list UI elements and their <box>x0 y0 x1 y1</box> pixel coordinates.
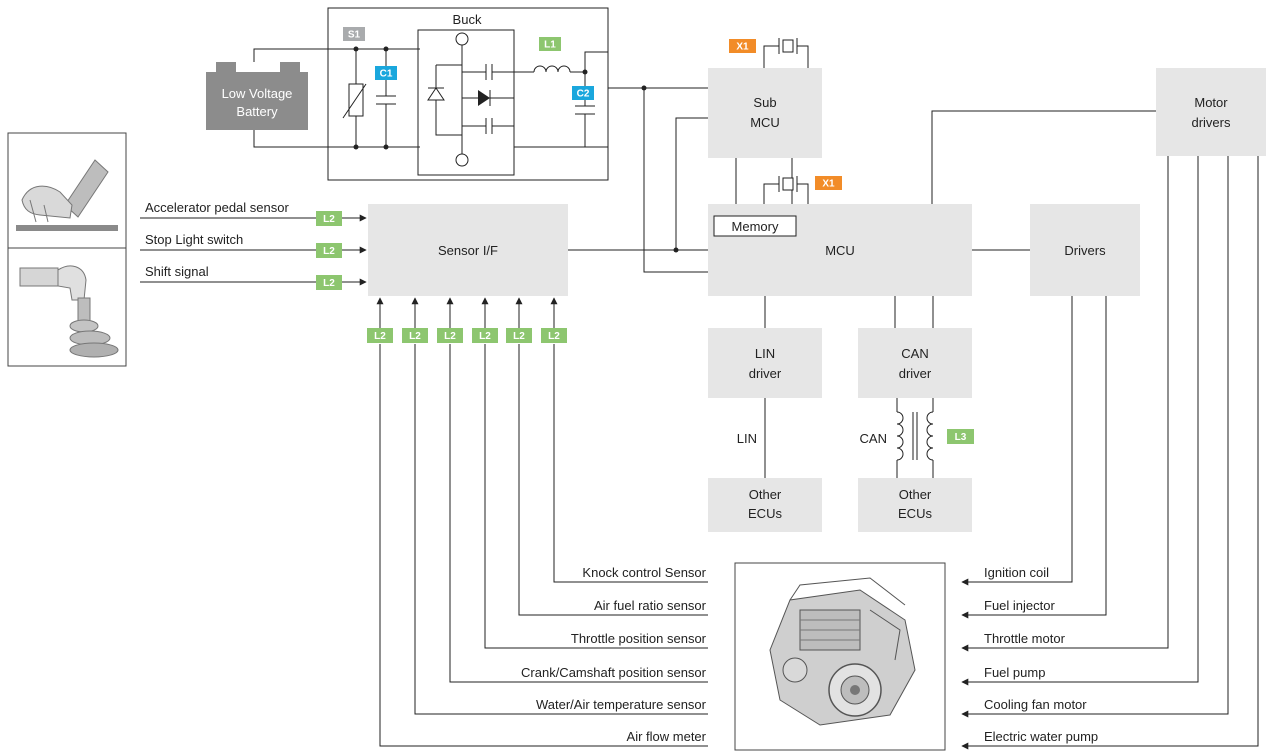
badge-l1: L1 <box>544 40 556 51</box>
input-label-2: Shift signal <box>145 264 209 279</box>
actuator-lines: Ignition coil Fuel injector Throttle mot… <box>961 156 1259 750</box>
badge-l2-sensor-2: L2 <box>479 331 491 342</box>
crystal-oscillator-icon <box>763 38 809 68</box>
badge-l3: L3 <box>955 432 967 443</box>
accelerator-pedal-icon <box>16 159 118 231</box>
badge-s1: S1 <box>348 30 361 41</box>
engine-icon <box>769 577 916 726</box>
crystal-oscillator-icon <box>763 176 809 204</box>
actuator-label-4: Cooling fan motor <box>984 697 1087 712</box>
left-inputs: Accelerator pedal sensor L2 Stop Light s… <box>140 200 367 290</box>
gear-shifter-icon <box>19 265 119 358</box>
drivers-label: Drivers <box>1064 243 1106 258</box>
badge-c2: C2 <box>577 89 590 100</box>
input-label-1: Stop Light switch <box>145 232 243 247</box>
sensor-lines: L2 Knock control Sensor L2 Air fuel rati… <box>367 297 708 747</box>
pedal-panel <box>7 132 127 249</box>
badge-l2-input-2: L2 <box>323 278 335 289</box>
badge-l2-sensor-3: L2 <box>444 331 456 342</box>
engine-panel <box>734 562 946 751</box>
sensor-label-1: Air fuel ratio sensor <box>594 598 707 613</box>
lin-driver-label-2: driver <box>749 366 782 381</box>
sub-mcu-label-2: MCU <box>750 115 780 130</box>
other-ecus-lin-2: ECUs <box>748 506 782 521</box>
battery-label-line1: Low Voltage <box>222 86 293 101</box>
input-label-0: Accelerator pedal sensor <box>145 200 289 215</box>
actuator-label-2: Throttle motor <box>984 631 1066 646</box>
sensor-if-label: Sensor I/F <box>438 243 498 258</box>
badge-l2-sensor-4: L2 <box>409 331 421 342</box>
low-voltage-battery: Low Voltage Battery <box>206 62 308 130</box>
actuator-label-0: Ignition coil <box>984 565 1049 580</box>
badge-l2-input-1: L2 <box>323 246 335 257</box>
can-driver-label-1: CAN <box>901 346 928 361</box>
motor-drivers-label-1: Motor <box>1194 95 1228 110</box>
can-bus-label: CAN <box>860 431 887 446</box>
badge-x1-mcu: X1 <box>822 179 835 190</box>
power-section: Low Voltage Battery Buck <box>206 7 708 181</box>
lin-driver-label-1: LIN <box>755 346 775 361</box>
sensor-label-2: Throttle position sensor <box>571 631 707 646</box>
other-ecus-can-1: Other <box>899 487 932 502</box>
badge-l2-input-0: L2 <box>323 214 335 225</box>
badge-l2-sensor-5: L2 <box>374 331 386 342</box>
other-ecus-lin-1: Other <box>749 487 782 502</box>
buck-label: Buck <box>453 12 482 27</box>
can-driver-label-2: driver <box>899 366 932 381</box>
sub-mcu-label-1: Sub <box>753 95 776 110</box>
other-ecus-can-2: ECUs <box>898 506 932 521</box>
badge-x1-top: X1 <box>736 42 749 53</box>
battery-label-line2: Battery <box>236 104 278 119</box>
sensor-label-5: Air flow meter <box>627 729 707 744</box>
memory-label: Memory <box>732 219 779 234</box>
sensor-label-4: Water/Air temperature sensor <box>536 697 707 712</box>
actuator-label-3: Fuel pump <box>984 665 1045 680</box>
badge-l2-sensor-1: L2 <box>513 331 525 342</box>
sensor-label-3: Crank/Camshaft position sensor <box>521 665 707 680</box>
shifter-panel <box>7 247 127 367</box>
badge-c1: C1 <box>380 69 393 80</box>
lin-bus-label: LIN <box>737 431 757 446</box>
motor-drivers-label-2: drivers <box>1191 115 1231 130</box>
mcu-label: MCU <box>825 243 855 258</box>
sensor-label-0: Knock control Sensor <box>582 565 706 580</box>
actuator-label-1: Fuel injector <box>984 598 1055 613</box>
actuator-label-5: Electric water pump <box>984 729 1098 744</box>
badge-l2-sensor-0: L2 <box>548 331 560 342</box>
